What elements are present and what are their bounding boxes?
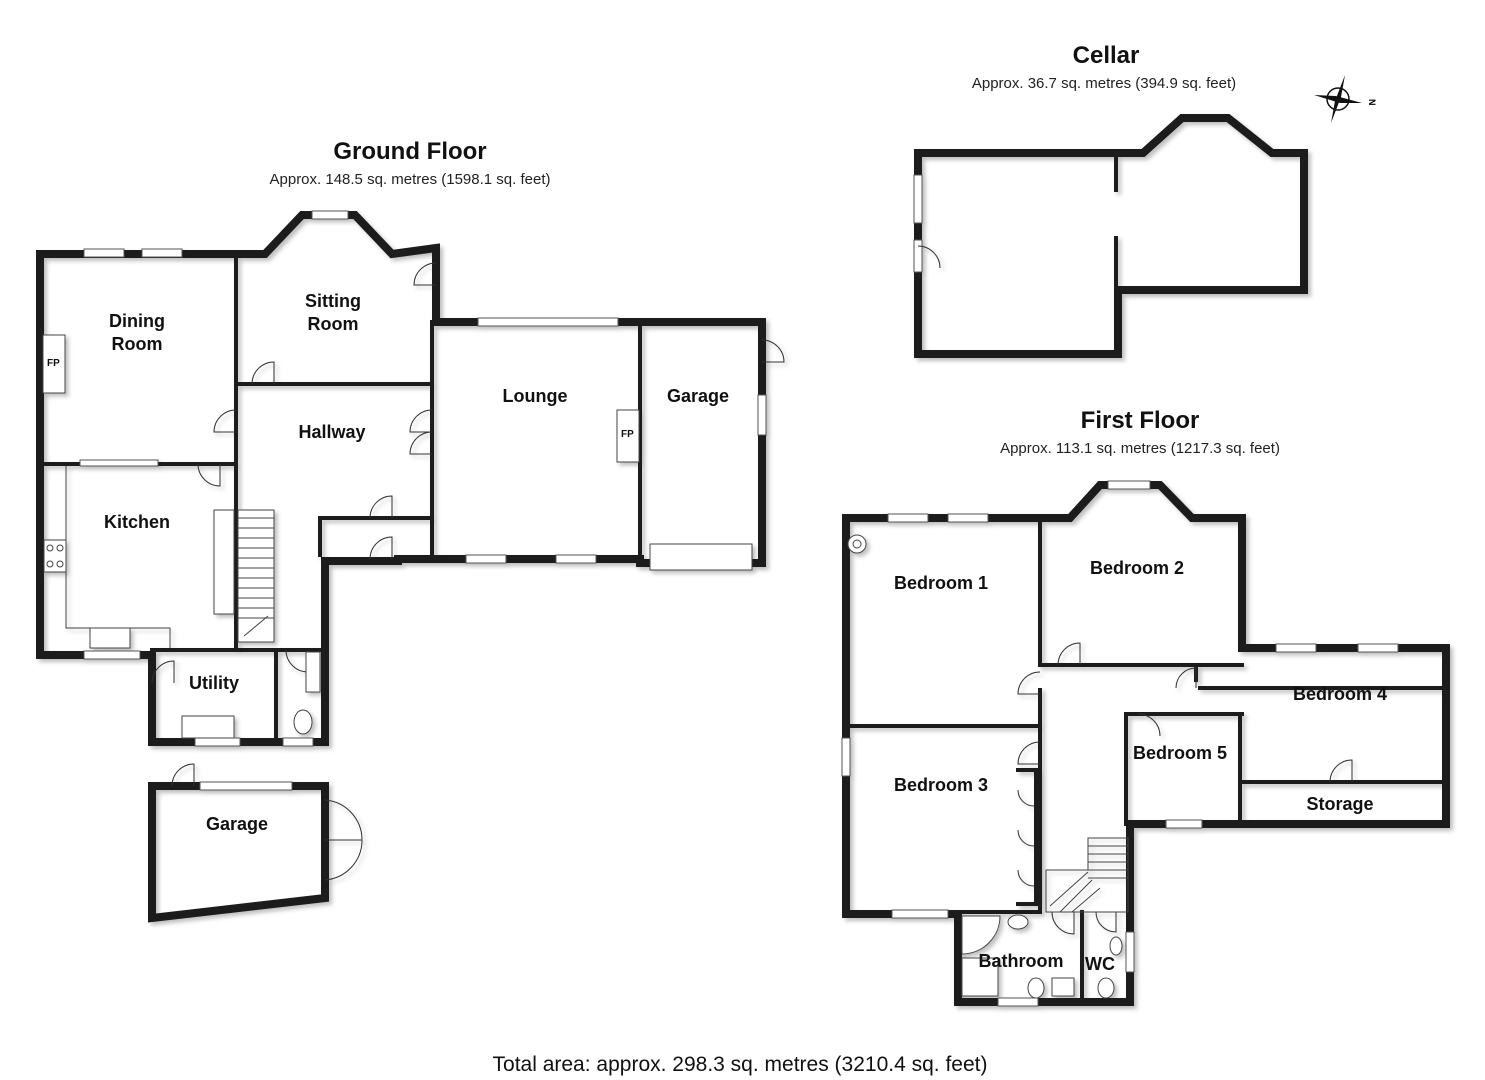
total-area: Total area: approx. 298.3 sq. metres (32… <box>492 1053 988 1076</box>
room-wc: WC <box>1085 954 1115 974</box>
first-floor-area: Approx. 113.1 sq. metres (1217.3 sq. fee… <box>1000 440 1280 457</box>
compass-label: N <box>1367 99 1377 106</box>
room-lounge: Lounge <box>502 386 568 406</box>
first-floor-title: First Floor <box>1080 407 1200 434</box>
room-garage-attached: Garage <box>666 386 730 406</box>
first-stairs <box>1045 837 1129 913</box>
room-kitchen: Kitchen <box>103 512 170 532</box>
cellar-plan <box>913 114 1308 358</box>
cellar-title: Cellar <box>1072 42 1140 69</box>
fireplace-label-dining: FP <box>47 358 60 369</box>
first-floor-plan <box>841 480 1450 1007</box>
room-garage-detached: Garage <box>205 814 269 834</box>
ground-stairs <box>237 509 275 643</box>
room-storage: Storage <box>1306 794 1374 814</box>
room-bedroom-3: Bedroom 3 <box>893 775 989 795</box>
room-dining-room: Dining Room <box>109 311 165 354</box>
ground-floor-title: Ground Floor <box>333 138 487 165</box>
room-utility: Utility <box>188 673 239 693</box>
room-bedroom-2: Bedroom 2 <box>1089 558 1185 578</box>
ground-floor-area: Approx. 148.5 sq. metres (1598.1 sq. fee… <box>269 171 551 188</box>
room-sitting-room: Sitting Room <box>305 291 361 334</box>
room-bedroom-4: Bedroom 4 <box>1292 684 1388 704</box>
room-bathroom: Bathroom <box>978 951 1064 971</box>
ground-floor-plan <box>36 210 785 923</box>
compass-icon: N <box>1314 75 1377 123</box>
room-bedroom-1: Bedroom 1 <box>893 573 989 593</box>
cellar-area: Approx. 36.7 sq. metres (394.9 sq. feet) <box>971 75 1237 92</box>
room-bedroom-5: Bedroom 5 <box>1132 743 1228 763</box>
room-hallway: Hallway <box>298 422 366 442</box>
fireplace-label-lounge: FP <box>621 429 634 440</box>
